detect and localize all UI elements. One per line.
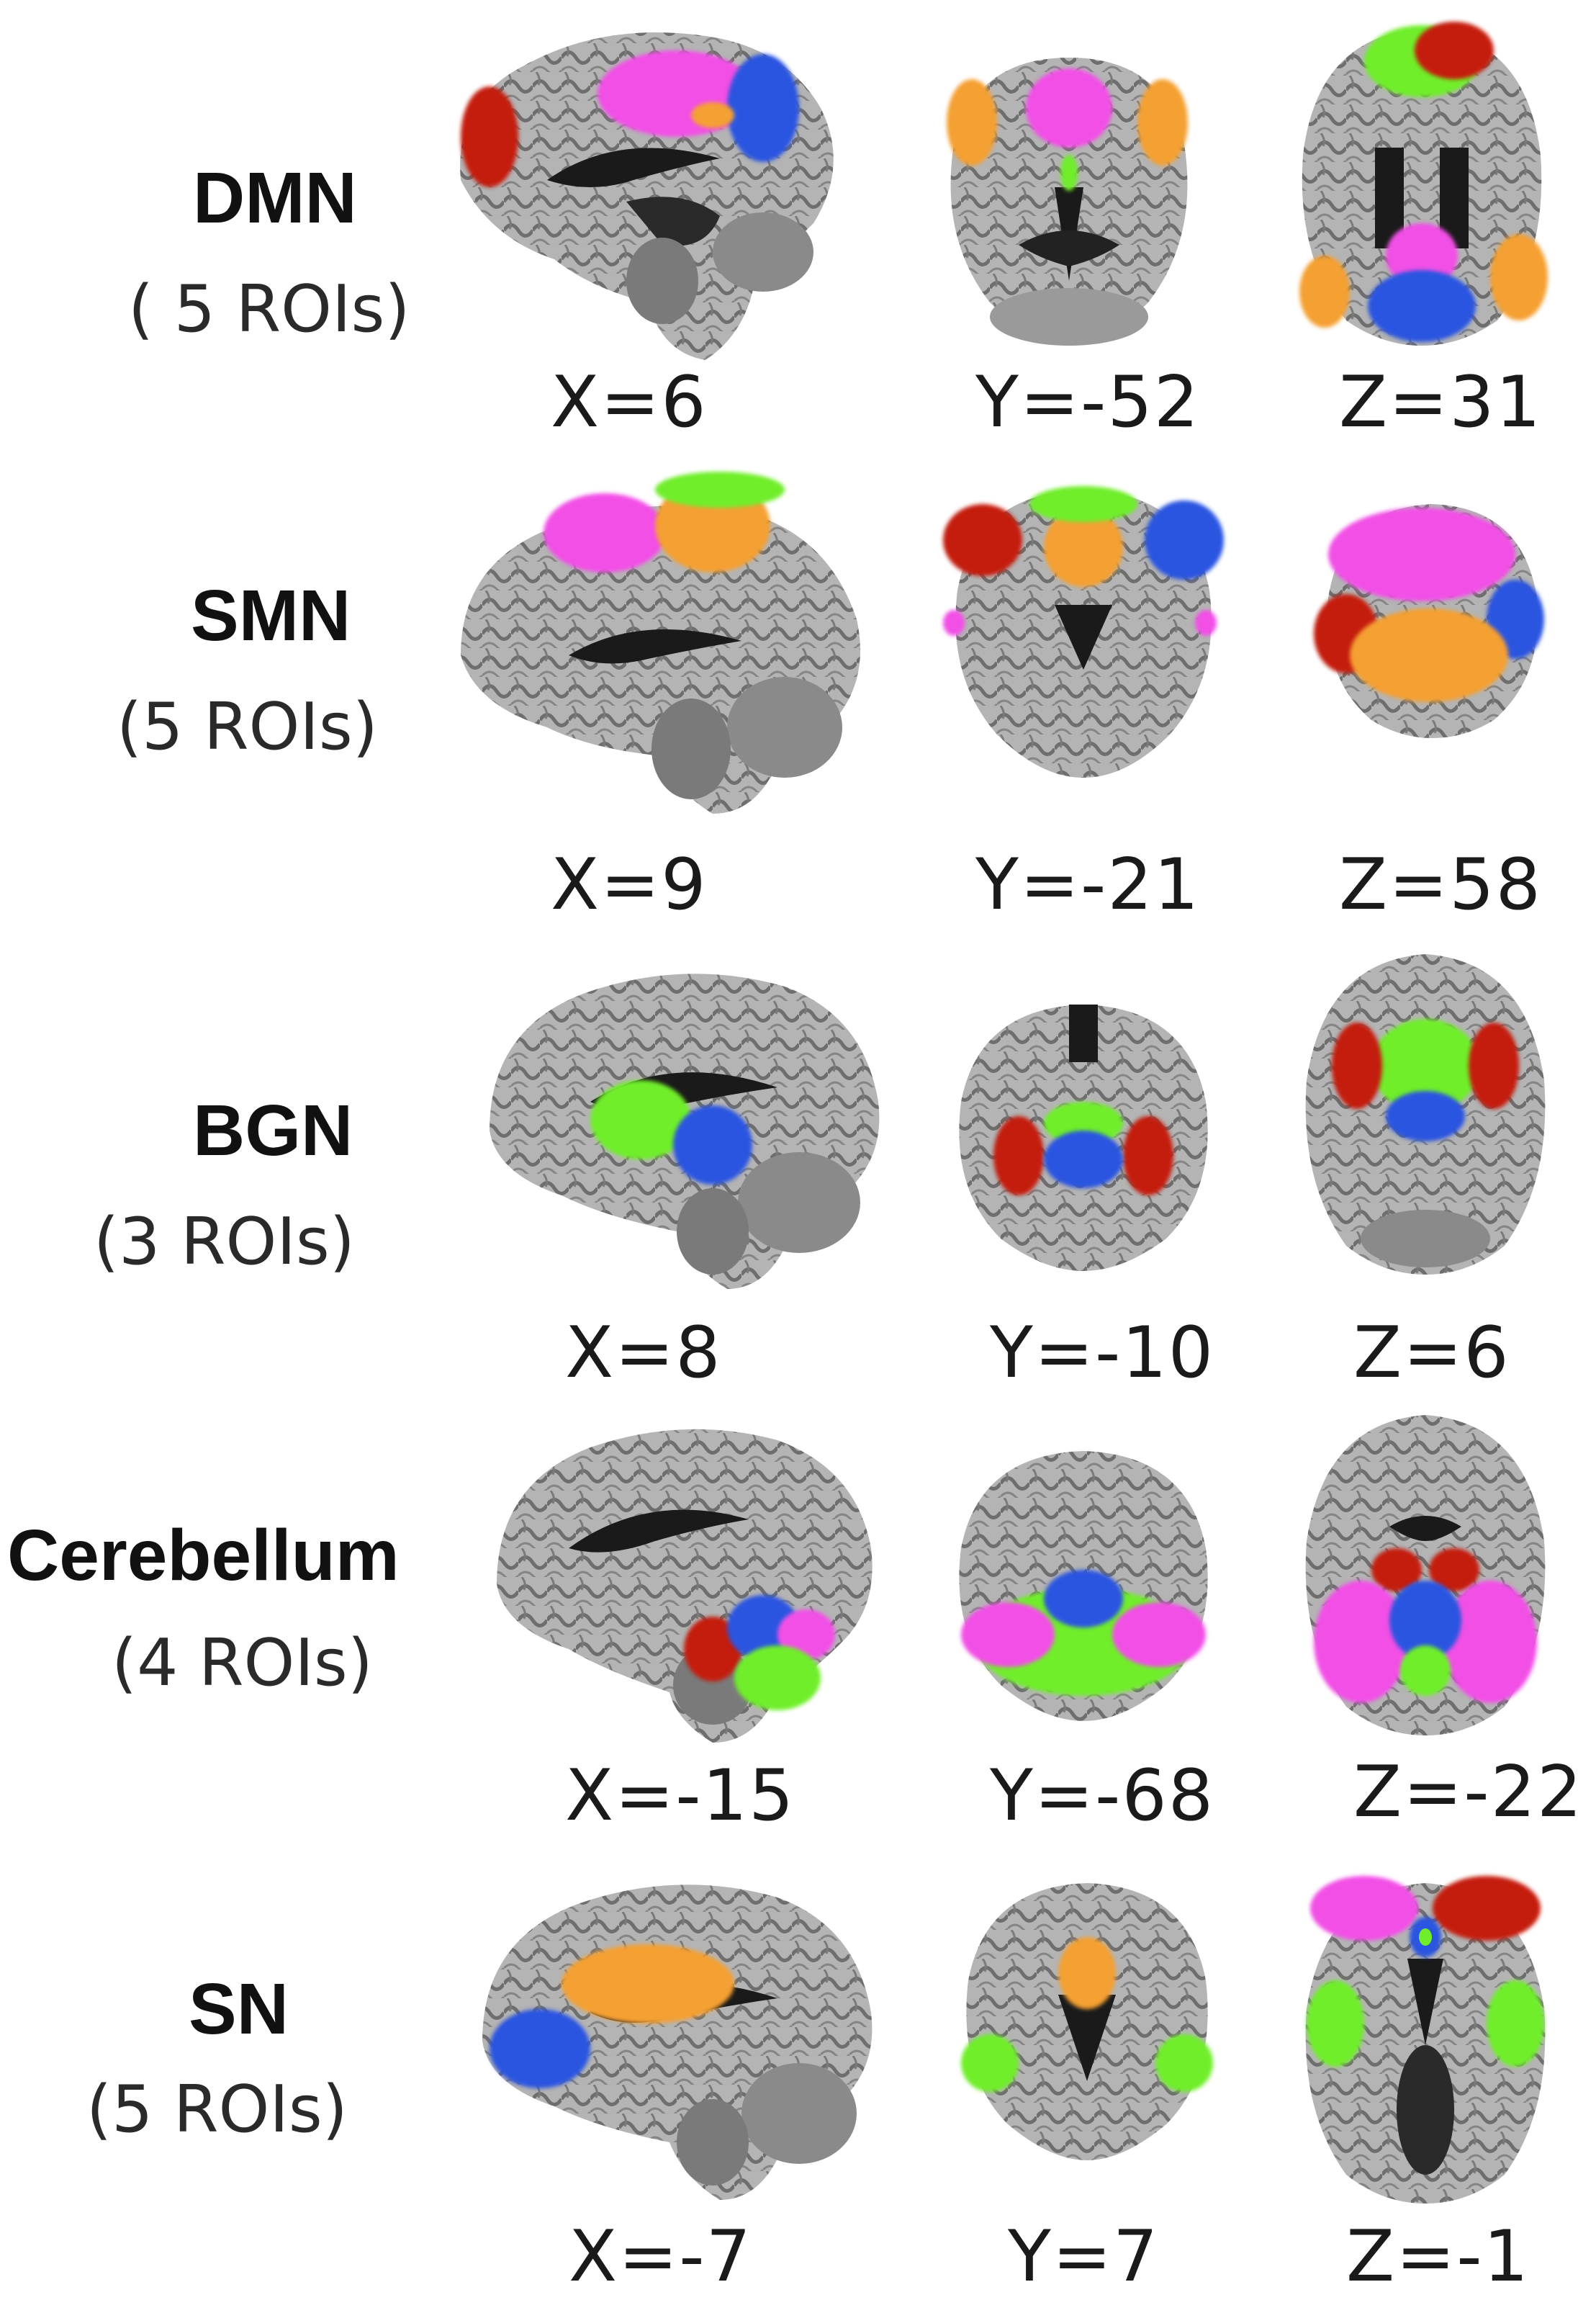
brain-sagittal-bgn	[490, 974, 880, 1289]
brain-sagittal-sn	[482, 1885, 873, 2200]
slice-coordinate-cerebellum-x: X=-15	[565, 1755, 795, 1837]
brain-coronal-bgn	[959, 1005, 1208, 1271]
slice-coordinate-smn-x: X=9	[551, 844, 708, 926]
slice-coordinate-sn-y: Y=7	[1008, 2216, 1160, 2298]
network-name-bgn: BGN	[193, 1090, 353, 1171]
brain-coronal-smn	[943, 486, 1224, 778]
brain-coronal-cerebellum	[959, 1451, 1208, 1721]
brain-axial-smn	[1314, 504, 1544, 738]
brain-sagittal-cerebellum	[497, 1429, 873, 1743]
brain-coronal-sn	[961, 1883, 1213, 2160]
network-roi-count-dmn: ( 5 ROIs)	[128, 271, 410, 347]
slice-coordinate-bgn-y: Y=-10	[990, 1312, 1215, 1394]
slice-coordinate-bgn-z: Z=6	[1353, 1312, 1510, 1394]
slice-coordinate-smn-z: Z=58	[1339, 844, 1542, 926]
slice-coordinate-cerebellum-y: Y=-68	[990, 1755, 1215, 1837]
slice-coordinate-sn-x: X=-7	[569, 2216, 752, 2298]
network-roi-count-bgn: (3 ROIs)	[94, 1204, 355, 1280]
brain-coronal-dmn	[947, 58, 1188, 346]
network-name-dmn: DMN	[193, 158, 357, 238]
brain-sagittal-dmn	[460, 32, 834, 360]
brain-axial-dmn	[1299, 22, 1548, 346]
network-name-sn: SN	[189, 1969, 289, 2049]
brain-axial-cerebellum	[1305, 1415, 1546, 1735]
network-roi-count-smn: (5 ROIs)	[117, 689, 378, 765]
slice-coordinate-smn-y: Y=-21	[975, 844, 1201, 926]
network-roi-count-cerebellum: (4 ROIs)	[112, 1625, 373, 1701]
brain-axial-bgn	[1305, 954, 1546, 1275]
network-name-smn: SMN	[191, 575, 351, 656]
slice-coordinate-dmn-z: Z=31	[1339, 361, 1542, 444]
slice-coordinate-dmn-x: X=6	[551, 361, 708, 444]
brain-axial-sn	[1305, 1876, 1546, 2204]
brain-sagittal-smn	[461, 472, 860, 814]
slice-coordinate-dmn-y: Y=-52	[975, 361, 1201, 444]
network-roi-count-sn: (5 ROIs)	[86, 2072, 348, 2147]
slice-coordinate-cerebellum-z: Z=-22	[1353, 1751, 1584, 1833]
slice-coordinate-bgn-x: X=8	[565, 1312, 722, 1394]
network-name-cerebellum: Cerebellum	[7, 1515, 400, 1596]
slice-coordinate-sn-z: Z=-1	[1346, 2216, 1530, 2298]
